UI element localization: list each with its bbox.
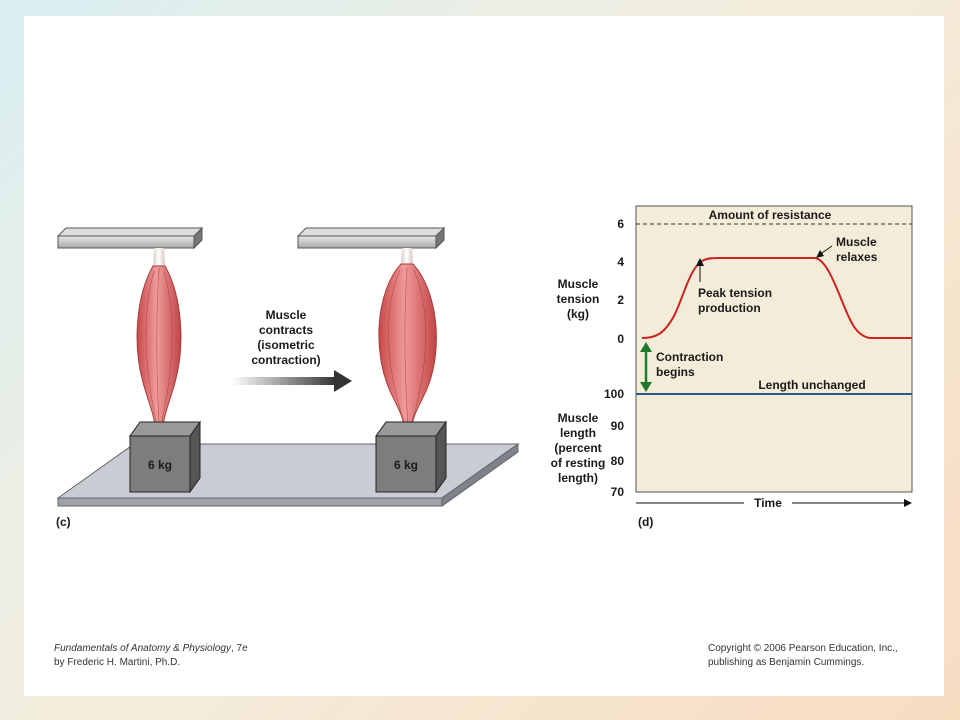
length-axis-label-2: length: [560, 426, 596, 440]
contraction-label-1: Contraction: [656, 350, 723, 364]
footer-copyright: Copyright © 2006 Pearson Education, Inc.…: [708, 642, 898, 670]
arrow-text-2: contracts: [259, 323, 313, 337]
relaxes-label-2: relaxes: [836, 250, 878, 264]
contraction-begins-arrow: [640, 342, 652, 392]
footer-author: by Frederic H. Martini, Ph.D.: [54, 657, 181, 668]
peak-label-2: production: [698, 301, 761, 315]
panel-d: Amount of resistance 6 4 2 0 Muscle tens…: [551, 205, 913, 529]
tension-tick-4: 4: [617, 255, 624, 269]
footer-book-title: Fundamentals of Anatomy & Physiology: [54, 643, 231, 654]
contraction-label-2: begins: [656, 365, 695, 379]
contraction-arrow: Muscle contracts (isometric contraction): [232, 308, 352, 392]
panel-d-label: (d): [638, 515, 653, 529]
arrow-text-3: (isometric: [257, 338, 315, 352]
length-axis-label-4: of resting: [551, 456, 606, 470]
weight-left-label: 6 kg: [148, 458, 172, 472]
length-axis-label-1: Muscle: [558, 411, 599, 425]
slide: 6 kg Muscle contracts (isometric contrac…: [24, 16, 944, 696]
tension-curve: [641, 257, 912, 339]
weight-right-label: 6 kg: [394, 458, 418, 472]
footer-copyright-1: Copyright © 2006 Pearson Education, Inc.…: [708, 643, 898, 654]
panel-c-label: (c): [56, 515, 71, 529]
footer-credit: Fundamentals of Anatomy & Physiology, 7e…: [54, 642, 248, 670]
weight-right: 6 kg: [375, 420, 447, 494]
length-tick-80: 80: [611, 454, 625, 468]
length-tick-70: 70: [611, 485, 625, 499]
tension-tick-6: 6: [617, 217, 624, 231]
support-bar-left: [56, 226, 204, 250]
muscle-left: [136, 248, 182, 436]
tension-axis-label-2: tension: [557, 292, 600, 306]
length-tick-90: 90: [611, 419, 625, 433]
graph-background: [635, 205, 913, 493]
support-bar-right: [296, 226, 446, 250]
arrow-text-4: contraction): [251, 353, 320, 367]
relaxes-arrowhead: [816, 250, 824, 258]
length-unchanged-label: Length unchanged: [758, 378, 865, 392]
figure-canvas: 6 kg Muscle contracts (isometric contrac…: [56, 205, 913, 529]
footer-copyright-2: publishing as Benjamin Cummings.: [708, 657, 865, 668]
tension-axis-label-1: Muscle: [558, 277, 599, 291]
arrow-text-1: Muscle: [266, 308, 307, 322]
tension-tick-0: 0: [617, 332, 624, 346]
resistance-label: Amount of resistance: [709, 208, 832, 222]
time-label: Time: [754, 496, 782, 510]
time-axis: [636, 499, 912, 507]
panel-c: 6 kg Muscle contracts (isometric contrac…: [56, 226, 520, 529]
length-axis-label-3: (percent: [554, 441, 601, 455]
tension-tick-2: 2: [617, 293, 624, 307]
relaxes-label-1: Muscle: [836, 235, 877, 249]
peak-arrowhead: [696, 258, 704, 266]
length-tick-100: 100: [604, 387, 624, 401]
length-axis-label-5: length): [558, 471, 598, 485]
footer-edition: , 7e: [230, 643, 248, 654]
tension-axis-label-3: (kg): [567, 307, 589, 321]
weight-left: 6 kg: [129, 420, 201, 494]
muscle-right: [378, 248, 437, 436]
peak-label-1: Peak tension: [698, 286, 772, 300]
base-platform: [56, 443, 520, 507]
